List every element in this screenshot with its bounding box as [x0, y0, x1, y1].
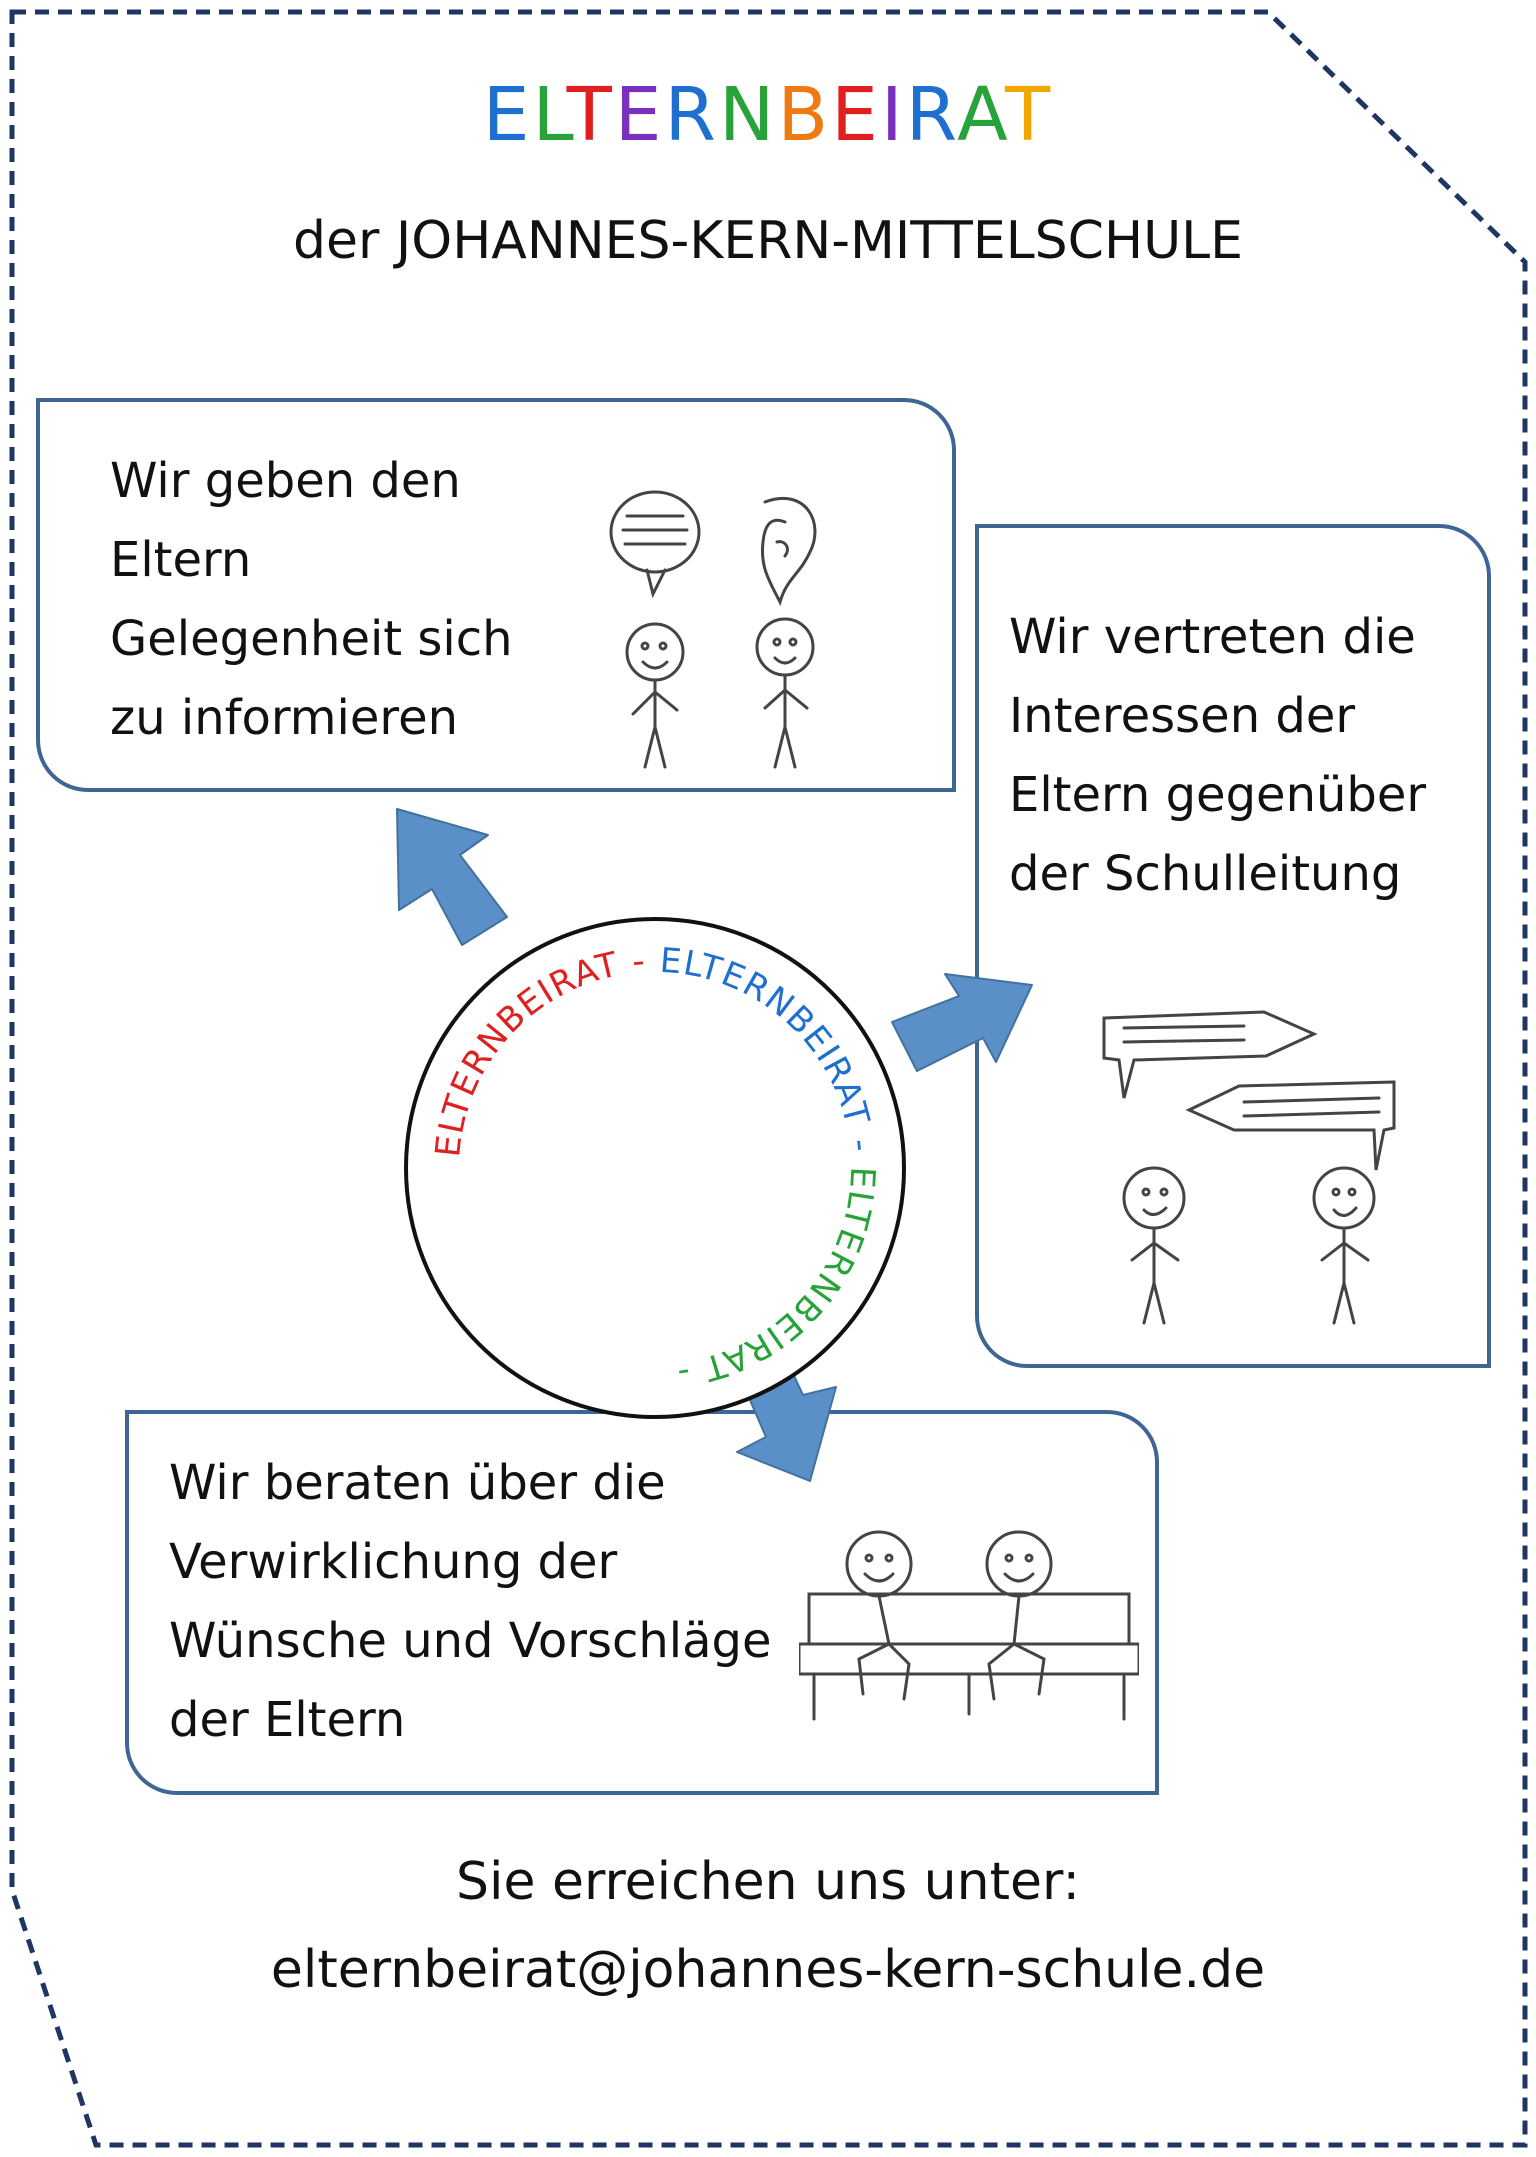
bench-figures-drawing	[799, 1530, 1139, 1721]
discussion-figures-drawing	[1102, 1010, 1396, 1325]
title-letter: T	[566, 72, 615, 158]
represent-line: Wir vertreten die	[1009, 609, 1416, 665]
represent-line: der Schulleitung	[1009, 846, 1402, 902]
advise-line: Verwirklichung der	[169, 1534, 618, 1590]
title-letter: E	[831, 72, 881, 158]
represent-line: Eltern gegenüber	[1009, 767, 1427, 823]
title-letter: T	[1005, 72, 1054, 158]
title-letter: N	[718, 72, 778, 158]
title-letter: E	[614, 72, 665, 158]
center-circle	[404, 917, 906, 1419]
title-letter: L	[532, 72, 567, 158]
info-line: Gelegenheit sich	[110, 611, 513, 667]
advise-line: Wir beraten über die	[169, 1455, 666, 1511]
contact-section: Sie erreichen uns unter: elternbeirat@jo…	[0, 1838, 1536, 2014]
title-letter: A	[957, 72, 1006, 158]
info-line: Eltern	[110, 532, 252, 588]
advise-text: Wir beraten über die Verwirklichung der …	[169, 1444, 772, 1760]
arrow-right-icon	[891, 973, 1033, 1072]
school-name: der JOHANNES-KERN-MITTELSCHULE	[293, 211, 1243, 271]
info-line: Wir geben den	[110, 453, 461, 509]
advise-box: Wir beraten über die Verwirklichung der …	[125, 1410, 1159, 1795]
info-box: Wir geben den Eltern Gelegenheit sich zu…	[36, 398, 956, 792]
represent-line: Interessen der	[1009, 688, 1356, 744]
represent-box: Wir vertreten die Interessen der Eltern …	[975, 524, 1491, 1368]
title-letter: I	[880, 72, 906, 158]
contact-email: elternbeirat@johannes-kern-schule.de	[270, 1940, 1266, 2000]
advise-line: der Eltern	[169, 1692, 406, 1748]
info-line: zu informieren	[110, 690, 459, 746]
contact-label: Sie erreichen uns unter:	[456, 1852, 1080, 1912]
title-letter: R	[664, 72, 719, 158]
title-letter: R	[905, 72, 958, 158]
talk-listen-figures-drawing	[609, 490, 817, 769]
page-title: ELTERNBEIRAT	[0, 78, 1536, 152]
title-letter: E	[482, 72, 533, 158]
advise-line: Wünsche und Vorschläge	[169, 1613, 772, 1669]
represent-text: Wir vertreten die Interessen der Eltern …	[1009, 598, 1426, 914]
title-letter: B	[777, 72, 832, 158]
info-text: Wir geben den Eltern Gelegenheit sich zu…	[110, 442, 513, 758]
arrow-up-left-icon	[396, 808, 508, 946]
